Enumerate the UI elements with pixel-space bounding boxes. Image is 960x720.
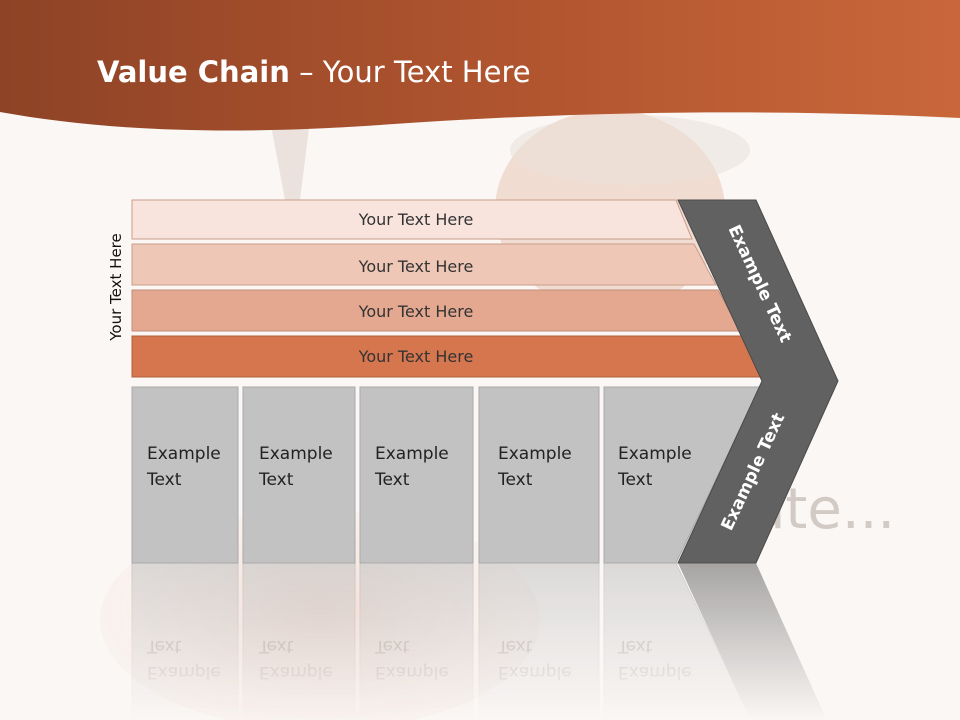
bar-3-label: Your Text Here — [358, 302, 474, 321]
bar-1: Your Text Here — [131, 199, 693, 240]
bar-4-label: Your Text Here — [358, 347, 474, 366]
svg-text:ExampleText: ExampleText — [258, 444, 333, 490]
bar-1-label: Your Text Here — [358, 210, 474, 229]
box-3-line1: Example — [375, 444, 449, 464]
box-2-line1: Example — [259, 444, 333, 464]
box-1-line2: Text — [146, 470, 182, 490]
box-4-line2: Text — [497, 470, 533, 490]
bar-4: Your Text Here — [131, 335, 765, 378]
svg-text:ExampleText: ExampleText — [146, 444, 221, 490]
header-band — [0, 0, 960, 131]
box-3-line2: Text — [374, 470, 410, 490]
bar-2: Your Text Here — [131, 243, 717, 286]
box-2-line2: Text — [258, 470, 294, 490]
svg-text:ExampleText: ExampleText — [497, 444, 572, 490]
box-5-line1: Example — [618, 444, 692, 464]
box-1-line1: Example — [147, 444, 221, 464]
box-5-line2: Text — [617, 470, 653, 490]
box-4-line1: Example — [498, 444, 572, 464]
reflection: ExampleText ExampleText ExampleText Exam… — [131, 562, 827, 720]
bar-3: Your Text Here — [131, 289, 741, 332]
page-title: Value Chain – Your Text Here — [97, 55, 531, 89]
svg-text:ExampleText: ExampleText — [374, 444, 449, 490]
bars-group: Your Text Here Your Text Here Your Text … — [131, 199, 765, 378]
page-title-bold: Value Chain — [97, 55, 290, 89]
page-title-rest: – Your Text Here — [289, 55, 531, 89]
svg-text:ExampleText: ExampleText — [617, 444, 692, 490]
bar-2-label: Your Text Here — [358, 257, 474, 276]
